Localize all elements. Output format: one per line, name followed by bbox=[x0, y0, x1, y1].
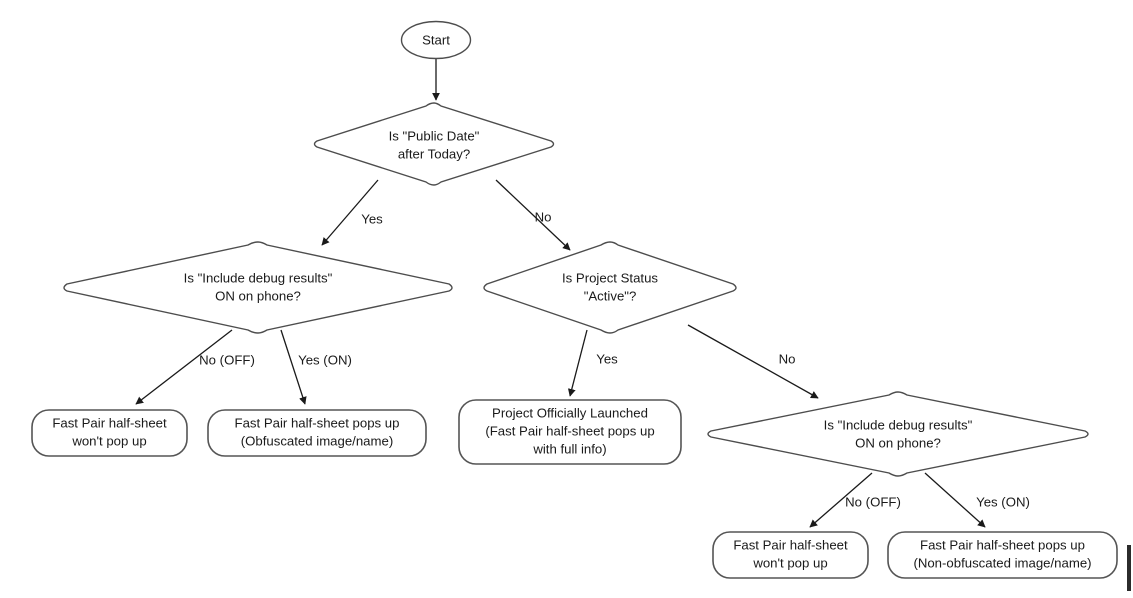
node-decision-project-status-shape bbox=[483, 241, 737, 334]
node-terminal-non-obfuscated-shape bbox=[887, 531, 1118, 579]
edge-label-debug-right-yes: Yes (ON) bbox=[976, 494, 1030, 509]
edge-label-public-date-yes: Yes bbox=[361, 211, 383, 226]
node-decision-project-status-line1: Is Project Status bbox=[562, 270, 658, 285]
node-terminal-obfuscated-shape bbox=[207, 409, 427, 457]
edge-line-debug-left-yes bbox=[280, 329, 307, 405]
node-terminal-no-popup-right-line1: Fast Pair half-sheet bbox=[733, 537, 848, 552]
edge-public-date-no: No bbox=[495, 179, 571, 251]
node-start-shape bbox=[400, 20, 472, 60]
node-terminal-launched-line2: (Fast Pair half-sheet pops up bbox=[485, 423, 654, 438]
edge-line-public-date-no bbox=[495, 179, 571, 251]
node-decision-debug-right-shape bbox=[707, 391, 1089, 477]
node-terminal-no-popup-left-line1: Fast Pair half-sheet bbox=[52, 415, 167, 430]
edge-debug-left-no: No (OFF) bbox=[135, 329, 255, 405]
node-decision-public-date-line2: after Today? bbox=[398, 146, 470, 161]
edge-debug-left-yes: Yes (ON) bbox=[280, 329, 352, 405]
edge-label-debug-left-no: No (OFF) bbox=[199, 352, 255, 367]
node-terminal-no-popup-left[interactable]: Fast Pair half-sheet won't pop up bbox=[31, 409, 188, 457]
edge-label-debug-right-no: No (OFF) bbox=[845, 494, 901, 509]
node-terminal-launched-line3: with full info) bbox=[532, 441, 606, 456]
edge-label-project-status-yes: Yes bbox=[596, 351, 618, 366]
canvas-edge-artifact bbox=[1127, 545, 1131, 591]
node-decision-debug-right[interactable]: Is "Include debug results" ON on phone? bbox=[707, 391, 1089, 477]
node-terminal-non-obfuscated[interactable]: Fast Pair half-sheet pops up (Non-obfusc… bbox=[887, 531, 1118, 579]
edge-project-status-yes: Yes bbox=[567, 329, 618, 397]
node-decision-debug-left-line1: Is "Include debug results" bbox=[184, 270, 333, 285]
node-terminal-launched[interactable]: Project Officially Launched (Fast Pair h… bbox=[458, 399, 682, 465]
node-terminal-no-popup-right-line2: won't pop up bbox=[752, 555, 827, 570]
edge-line-debug-left-no bbox=[135, 329, 233, 405]
node-terminal-obfuscated-line1: Fast Pair half-sheet pops up bbox=[235, 415, 400, 430]
node-terminal-non-obfuscated-line2: (Non-obfuscated image/name) bbox=[913, 555, 1091, 570]
node-terminal-launched-shape bbox=[458, 399, 682, 465]
edge-label-debug-left-yes: Yes (ON) bbox=[298, 352, 352, 367]
edge-debug-right-yes: Yes (ON) bbox=[924, 472, 1030, 528]
node-terminal-obfuscated-line2: (Obfuscated image/name) bbox=[241, 433, 393, 448]
edge-project-status-no: No bbox=[687, 324, 819, 399]
node-decision-debug-left[interactable]: Is "Include debug results" ON on phone? bbox=[63, 241, 453, 334]
node-terminal-launched-line1: Project Officially Launched bbox=[492, 405, 648, 420]
node-start[interactable]: Start bbox=[400, 20, 472, 60]
node-terminal-no-popup-right-shape bbox=[712, 531, 869, 579]
edge-public-date-yes: Yes bbox=[321, 179, 383, 246]
node-terminal-non-obfuscated-line1: Fast Pair half-sheet pops up bbox=[920, 537, 1085, 552]
edge-line-public-date-yes bbox=[321, 179, 379, 246]
node-decision-public-date-line1: Is "Public Date" bbox=[389, 128, 480, 143]
node-terminal-no-popup-right[interactable]: Fast Pair half-sheet won't pop up bbox=[712, 531, 869, 579]
edge-line-debug-right-no bbox=[809, 472, 873, 528]
edge-line-project-status-yes bbox=[567, 329, 588, 397]
node-decision-debug-left-line2: ON on phone? bbox=[215, 288, 301, 303]
node-decision-project-status-line2: "Active"? bbox=[584, 288, 637, 303]
node-start-label: Start bbox=[422, 32, 450, 47]
node-decision-project-status[interactable]: Is Project Status "Active"? bbox=[483, 241, 737, 334]
node-decision-debug-left-shape bbox=[63, 241, 453, 334]
node-terminal-no-popup-left-line2: won't pop up bbox=[71, 433, 146, 448]
node-decision-public-date-shape bbox=[313, 102, 555, 186]
edge-line-debug-right-yes bbox=[924, 472, 986, 528]
edge-debug-right-no: No (OFF) bbox=[809, 472, 901, 528]
edge-label-public-date-no: No bbox=[535, 209, 552, 224]
edge-label-project-status-no: No bbox=[779, 351, 796, 366]
node-decision-debug-right-line1: Is "Include debug results" bbox=[824, 417, 973, 432]
node-terminal-obfuscated[interactable]: Fast Pair half-sheet pops up (Obfuscated… bbox=[207, 409, 427, 457]
node-decision-public-date[interactable]: Is "Public Date" after Today? bbox=[313, 102, 555, 186]
node-decision-debug-right-line2: ON on phone? bbox=[855, 435, 941, 450]
edge-line-project-status-no bbox=[687, 324, 819, 399]
node-terminal-no-popup-left-shape bbox=[31, 409, 188, 457]
